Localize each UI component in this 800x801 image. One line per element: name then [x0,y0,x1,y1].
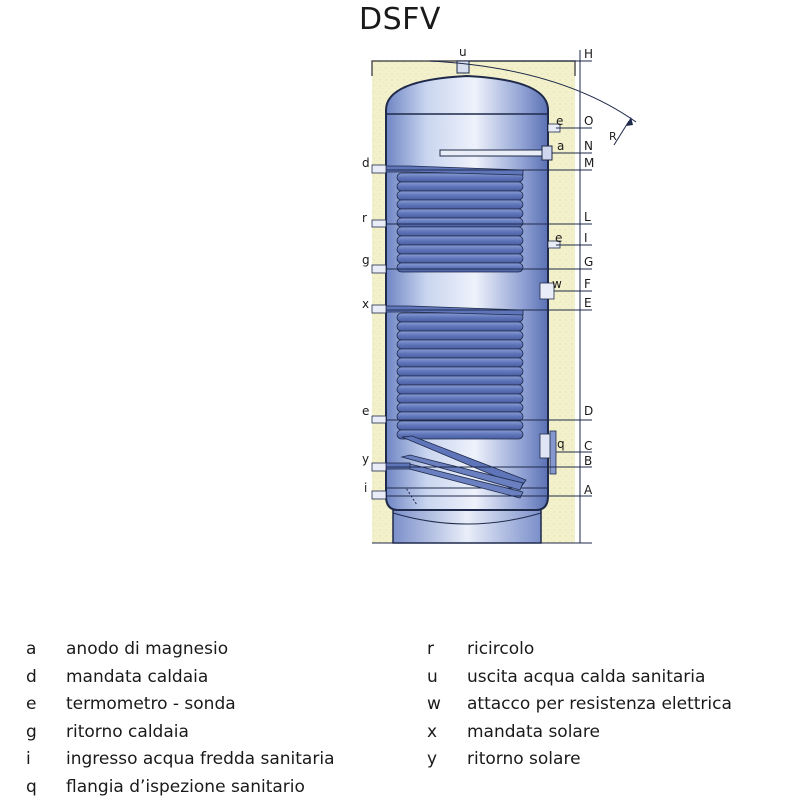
dim-I: I [584,231,588,245]
legend-key: q [26,774,66,801]
upper-coil [386,166,523,272]
legend-text: ricircolo [467,636,534,664]
dim-B: B [584,454,592,468]
legend-key: e [26,691,66,719]
legend-text: flangia d’ispezione sanitario [66,774,305,801]
legend-key: x [427,719,467,747]
dim-N: N [584,139,593,153]
label-e-mid: e [555,231,562,245]
legend-key: g [26,719,66,747]
dim-C: C [584,439,592,453]
label-q: q [557,437,565,451]
dim-D: D [584,404,593,418]
legend-key: r [427,636,467,664]
label-i: i [364,481,367,495]
dim-O: O [584,114,593,128]
dim-E: E [584,296,592,310]
label-e-top: e [556,114,563,128]
legend-text: ritorno solare [467,746,581,774]
dim-A: A [584,483,593,497]
label-e-left: e [362,404,369,418]
dimension-labels: H O N M L I G F E D C B A R [584,47,617,497]
legend-text: mandata caldaia [66,664,208,692]
legend-key: w [427,691,467,719]
legend-key: a [26,636,66,664]
dim-F: F [584,277,591,291]
dim-G: G [584,255,593,269]
legend-text: attacco per resistenza elettrica [467,691,732,719]
legend-text: anodo di magnesio [66,636,228,664]
legend-text: termometro - sonda [66,691,236,719]
dim-L: L [584,210,591,224]
label-a: a [557,139,564,153]
legend-key: i [26,746,66,774]
legend-key: d [26,664,66,692]
tank-base [393,510,541,543]
dim-H: H [584,47,593,61]
anode-rod [440,150,550,156]
legend-text: ingresso acqua fredda sanitaria [66,746,334,774]
label-x: x [362,297,369,311]
label-d: d [362,156,370,170]
label-y: y [362,452,369,466]
dim-M: M [584,156,594,170]
tank-body [386,76,548,510]
legend-text: uscita acqua calda sanitaria [467,664,705,692]
label-u: u [459,45,467,59]
tank-diagram: H O N M L I G F E D C B A R d r g x e y … [0,0,800,600]
label-w: w [552,277,562,291]
legend-text: mandata solare [467,719,600,747]
label-g: g [362,253,370,267]
legend-text: ritorno caldaia [66,719,189,747]
left-connection-labels: d r g x e y i [362,156,370,495]
legend-key: y [427,746,467,774]
radius-label: R [609,130,617,143]
label-r: r [362,211,367,225]
legend-key: u [427,664,467,692]
